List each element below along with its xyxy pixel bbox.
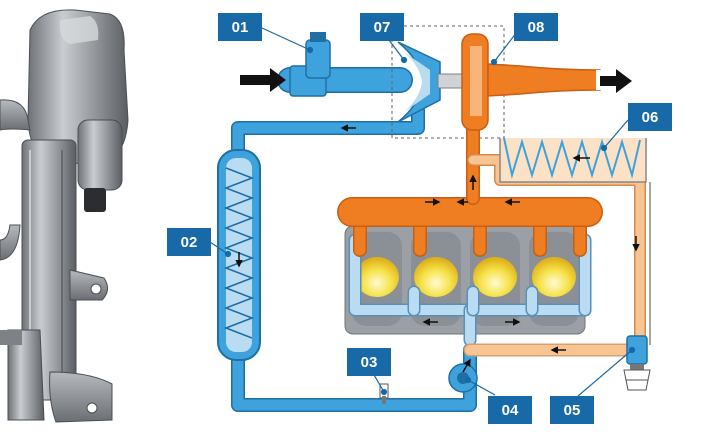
exhaust-flow-arrows (425, 174, 640, 252)
fresh-air-inlet-arrow (240, 68, 286, 92)
turbo-turbine (461, 33, 606, 131)
callout-02-label: 02 (181, 234, 198, 251)
callout-02: 02 (167, 228, 211, 256)
callout-08-label: 08 (528, 19, 545, 36)
throttle-actuator-01 (289, 32, 331, 97)
callout-04-label: 04 (502, 402, 519, 419)
callout-04: 04 (488, 396, 532, 424)
egr-valve-05 (623, 335, 651, 391)
callout-07: 07 (360, 13, 404, 41)
egr-cooler-photo (0, 0, 145, 432)
callout-03-label: 03 (361, 354, 378, 371)
exhaust-outlet-arrow (600, 69, 632, 93)
callout-01: 01 (218, 13, 262, 41)
callout-leaders (209, 27, 636, 397)
cooler-02 (217, 149, 261, 361)
coolant-valve-04 (448, 358, 478, 393)
callout-06-label: 06 (642, 109, 659, 126)
intake-flow-arrows (340, 124, 566, 354)
callout-08: 08 (514, 13, 558, 41)
callout-05: 05 (550, 396, 594, 424)
callout-03: 03 (347, 348, 391, 376)
callout-07-label: 07 (374, 19, 391, 36)
callout-05-label: 05 (564, 402, 581, 419)
egr-cooler-06 (499, 137, 651, 345)
callout-01-label: 01 (232, 19, 249, 36)
combustion-chambers (355, 257, 576, 297)
callout-06: 06 (628, 103, 672, 131)
